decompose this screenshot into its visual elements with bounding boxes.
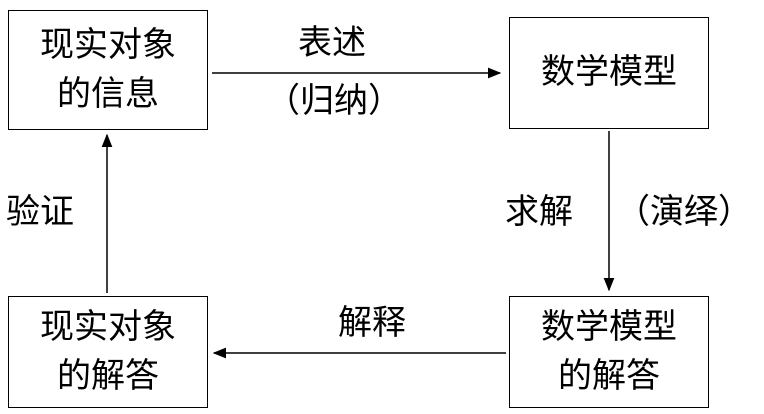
- induction-label: （归纳）: [266, 81, 402, 121]
- solve-label: 求解: [505, 192, 573, 232]
- real-object-solution-line2: 的解答: [57, 356, 159, 396]
- math-model-solution-box: 数学模型 的解答: [509, 296, 709, 408]
- express-label: 表述: [298, 23, 366, 63]
- interpret-label: 解释: [338, 303, 406, 343]
- real-object-solution-line1: 现实对象: [40, 306, 176, 347]
- math-model-box: 数学模型: [509, 17, 709, 129]
- real-object-info-line2: 的信息: [57, 74, 159, 114]
- real-object-info-line1: 现实对象: [40, 24, 176, 65]
- real-object-info-box: 现实对象 的信息: [8, 10, 208, 130]
- real-object-solution-box: 现实对象 的解答: [8, 296, 208, 408]
- deduction-label: （演绎）: [616, 192, 752, 232]
- math-model-solution-line1: 数学模型: [541, 306, 677, 347]
- math-model-solution-line2: 的解答: [558, 356, 660, 396]
- verify-label: 验证: [6, 192, 74, 232]
- math-model-label: 数学模型: [541, 52, 677, 93]
